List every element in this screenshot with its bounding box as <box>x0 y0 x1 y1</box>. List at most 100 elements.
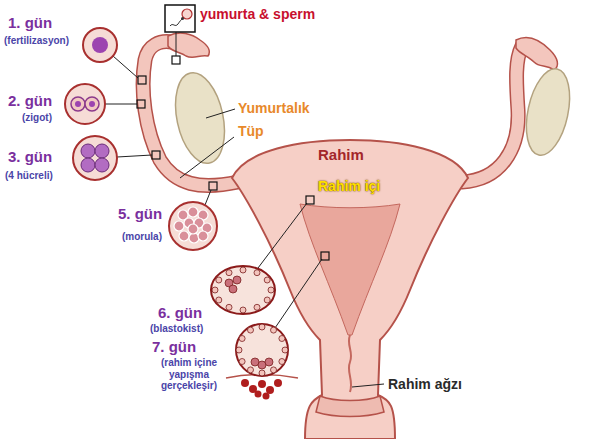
fimbriae <box>168 33 557 70</box>
stage-name: (zigot) <box>22 112 52 124</box>
marker-square <box>152 151 160 159</box>
stage-label: yumurta & sperm <box>200 6 315 22</box>
cell-outline <box>65 84 105 124</box>
cell <box>233 276 241 284</box>
day-label: 6. gün <box>158 304 202 321</box>
leader-line <box>206 109 235 118</box>
day-label: 2. gün <box>8 92 52 109</box>
leader-line <box>117 155 152 157</box>
marker-square <box>321 252 329 260</box>
leader-line <box>105 104 137 105</box>
day-label: 5. gün <box>118 205 162 222</box>
trophoblast-ring <box>236 324 288 376</box>
cell <box>188 224 198 234</box>
leader-line <box>205 190 211 205</box>
cell <box>95 144 109 158</box>
four-cell-day3 <box>73 136 117 180</box>
cell <box>268 287 274 293</box>
cell <box>240 307 246 313</box>
implantation-day7 <box>226 324 298 400</box>
cervix-ring <box>316 396 384 417</box>
cell <box>254 304 260 310</box>
cell <box>265 358 273 366</box>
cell <box>226 270 232 276</box>
cell-outline <box>236 324 288 376</box>
cell <box>254 270 260 276</box>
leader-line <box>176 32 177 56</box>
stage-name: (4 hücreli) <box>5 170 53 182</box>
nucleus <box>75 101 81 107</box>
cell <box>255 391 262 398</box>
leader-line <box>113 56 138 78</box>
cell <box>81 158 95 172</box>
day-label: 1. gün <box>8 14 52 31</box>
nucleus <box>92 37 108 53</box>
sperm-tail <box>170 19 182 26</box>
cell <box>71 97 85 111</box>
cell-outline <box>83 28 117 62</box>
cell <box>239 336 245 342</box>
cell <box>241 379 249 387</box>
cell <box>263 393 270 400</box>
tube-outline <box>143 42 238 186</box>
morula-day5 <box>169 202 217 250</box>
cell <box>274 379 282 387</box>
morula-cells <box>174 207 212 243</box>
cell <box>259 324 265 330</box>
cell-outline <box>73 136 117 180</box>
cell <box>271 367 277 373</box>
cell <box>248 327 254 333</box>
cell <box>239 359 245 365</box>
cell <box>229 285 237 293</box>
part-name: Rahim içi <box>318 178 380 194</box>
cell <box>188 207 198 217</box>
marker-square <box>172 56 180 64</box>
stage-name: (rahim içine yapışma gerçekleşir) <box>148 357 230 392</box>
cell <box>279 336 285 342</box>
cell <box>258 380 266 388</box>
stage-name: (blastokist) <box>150 323 203 335</box>
cell <box>198 231 208 241</box>
tube-fill <box>462 46 522 182</box>
two-cell-day2 <box>65 84 105 124</box>
egg-sperm-icon <box>165 5 195 32</box>
cell <box>216 277 222 283</box>
ovary <box>168 68 232 168</box>
leader-lines <box>105 32 384 387</box>
cell <box>271 327 277 333</box>
egg <box>182 9 192 19</box>
leader-line <box>258 203 307 268</box>
cell <box>264 297 270 303</box>
leader-line <box>352 384 384 387</box>
nucleus <box>89 101 95 107</box>
leader-line <box>180 137 234 178</box>
tube-fill <box>143 42 238 186</box>
cell <box>226 304 232 310</box>
trophoblast-ring <box>212 267 274 313</box>
blastocyst-day6 <box>211 266 275 314</box>
inner-cell-mass <box>225 276 241 293</box>
cervical-canal <box>349 335 351 392</box>
icon-box <box>165 5 195 32</box>
cell <box>179 231 189 241</box>
part-name: Rahim <box>318 146 364 163</box>
implanting-cells <box>241 379 282 400</box>
marker-squares <box>137 56 329 260</box>
stage-name: (morula) <box>122 231 162 243</box>
cell <box>259 370 265 376</box>
sperm-head <box>181 17 184 20</box>
fimbria <box>516 38 557 70</box>
part-name: Tüp <box>238 123 264 139</box>
cell <box>174 221 184 231</box>
cell-outline <box>169 202 217 250</box>
cell <box>95 158 109 172</box>
ovary <box>519 65 576 159</box>
part-name: Yumurtalık <box>238 100 310 116</box>
cell <box>85 97 99 111</box>
cell <box>236 347 242 353</box>
cell <box>248 367 254 373</box>
cell <box>264 277 270 283</box>
marker-square <box>306 196 314 204</box>
